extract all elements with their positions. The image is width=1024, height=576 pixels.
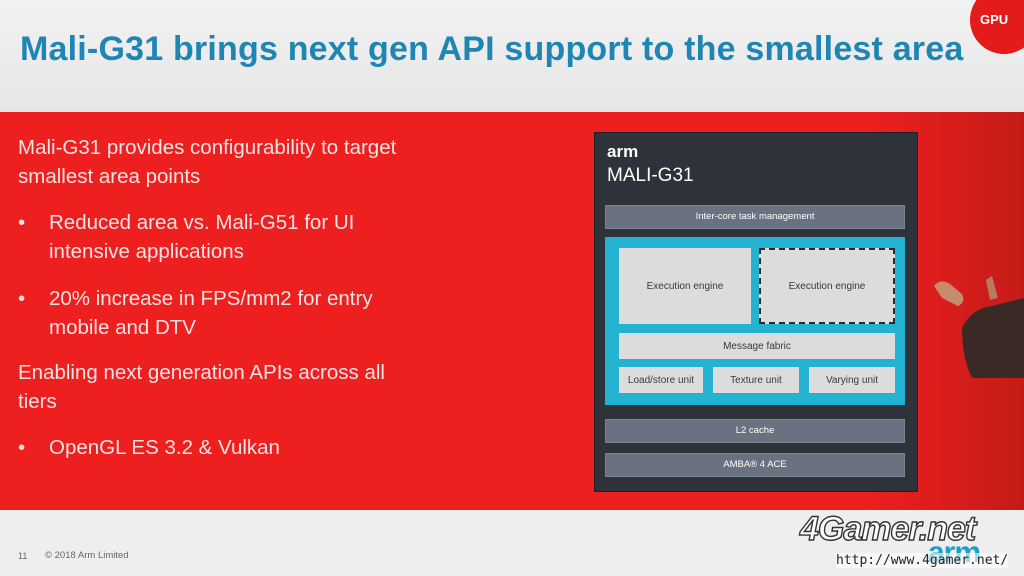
inter-core-bar: Inter-core task management (605, 205, 905, 229)
bullet-text: 20% increase in FPS/mm2 for entry mobile… (49, 284, 373, 342)
watermark-logo: 4Gamer.net (799, 509, 977, 548)
apis-line-2: tiers (18, 390, 57, 413)
apis-paragraph: Enabling next generation APIs across all… (18, 358, 385, 416)
gpu-badge-label: GPU (980, 12, 1009, 27)
l2-cache-bar: L2 cache (605, 419, 905, 443)
diagram-product: MALI-G31 (607, 165, 694, 186)
intro-paragraph: Mali-G31 provides configurability to tar… (18, 133, 396, 191)
slide-header (0, 0, 1024, 112)
bullet-dot: • (18, 211, 26, 234)
texture-unit: Texture unit (713, 367, 799, 393)
amba-bar: AMBA® 4 ACE (605, 453, 905, 477)
copyright-text: © 2018 Arm Limited (45, 550, 129, 561)
varying-unit: Varying unit (809, 367, 895, 393)
execution-engine-2: Execution engine (759, 248, 895, 324)
intro-line-2: smallest area points (18, 165, 201, 188)
bullet-text: Reduced area vs. Mali-G51 for UI intensi… (49, 208, 354, 266)
bullet-text: OpenGL ES 3.2 & Vulkan (49, 436, 280, 459)
bullet-dot: • (18, 436, 26, 459)
intro-line-1: Mali-G31 provides configurability to tar… (18, 136, 397, 159)
bullet-dot: • (18, 287, 26, 310)
watermark-url: http://www.4gamer.net/ (836, 553, 1009, 568)
message-fabric: Message fabric (619, 333, 895, 359)
bullet-line: Reduced area vs. Mali-G51 for UI (49, 211, 355, 234)
shader-core-block: Execution engine Execution engine Messag… (605, 237, 905, 405)
load-store-unit: Load/store unit (619, 367, 703, 393)
bullet-line: mobile and DTV (49, 316, 196, 339)
slide-title: Mali-G31 brings next gen API support to … (20, 30, 964, 68)
apis-line-1: Enabling next generation APIs across all (18, 361, 385, 384)
diagram-brand: arm (607, 142, 639, 161)
mali-g31-diagram: arm MALI-G31 Inter-core task management … (594, 132, 918, 492)
bullet-line: 20% increase in FPS/mm2 for entry (49, 287, 373, 310)
execution-engine-1: Execution engine (619, 248, 751, 324)
presenter-hand-image (934, 276, 1024, 378)
page-number: 11 (18, 551, 28, 561)
bullet-line: intensive applications (49, 240, 244, 263)
